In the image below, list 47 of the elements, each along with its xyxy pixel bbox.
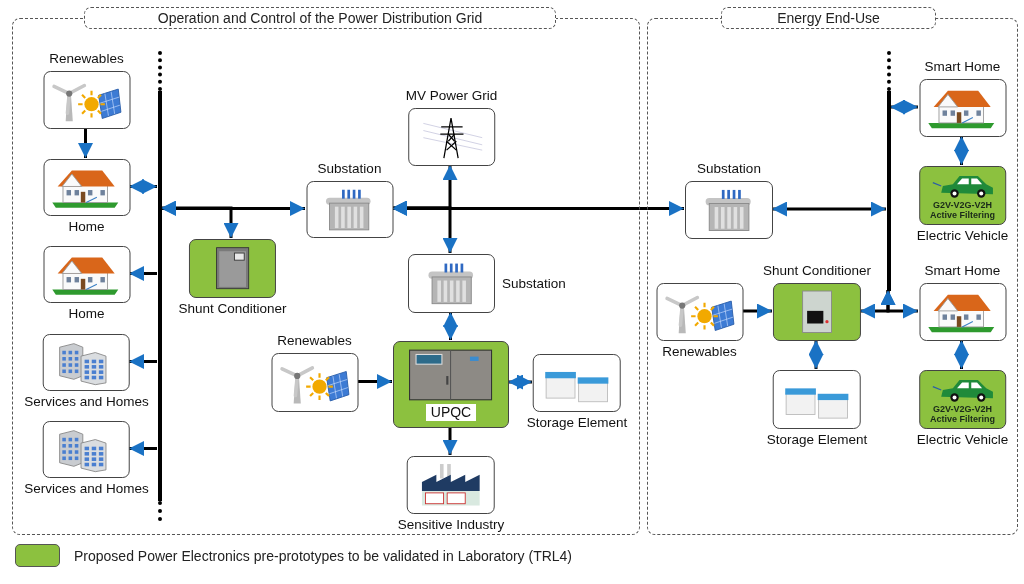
mode-text: G2V-V2G-V2H Active Filtering: [929, 403, 996, 424]
device-label: UPQC: [425, 404, 477, 422]
arrow: [78, 128, 93, 158]
node-label: Services and Homes: [24, 481, 149, 497]
panel-title: Operation and Control of the Power Distribution Grid: [84, 7, 556, 29]
arrow: [357, 374, 392, 389]
node-label: Shunt Conditioner: [178, 301, 287, 317]
double-arrow: [392, 200, 458, 253]
node-label: Substation: [317, 161, 382, 177]
node-label: Renewables: [49, 51, 124, 67]
double-arrow: [880, 290, 918, 319]
node-label: Shunt Conditioner: [762, 263, 872, 279]
node-label: Renewables: [277, 333, 352, 349]
node-label: Storage Element: [766, 432, 868, 448]
node-label: Substation: [697, 161, 761, 177]
node-label: Renewables: [662, 344, 737, 360]
node-label: Services and Homes: [24, 394, 149, 410]
arrow: [129, 354, 157, 369]
double-arrow: [508, 374, 532, 390]
arrow: [742, 303, 772, 319]
mode-text: G2V-V2G-V2H Active Filtering: [929, 199, 996, 220]
panel-title: Energy End-Use: [721, 7, 936, 29]
node-label: Home: [68, 219, 105, 235]
node-label: Substation: [502, 275, 566, 292]
node-label: Smart Home: [924, 263, 1001, 279]
arrow: [129, 441, 157, 456]
legend-text: Proposed Power Electronics pre-prototypes to be validated in Laboratory (TRL4): [74, 547, 573, 564]
bus-bar: [158, 51, 162, 521]
double-arrow: [890, 99, 918, 115]
double-arrow: [129, 179, 157, 194]
node-label: Storage Element: [526, 415, 628, 431]
node-label: Electric Vehicle: [916, 432, 1009, 448]
double-arrow: [954, 136, 969, 165]
double-arrow: [808, 340, 824, 369]
node-label: MV Power Grid: [405, 88, 498, 104]
double-arrow: [954, 340, 969, 369]
double-arrow: [392, 201, 684, 216]
node-label: Smart Home: [924, 59, 1001, 75]
arrow: [129, 266, 157, 281]
bus-bar: [887, 51, 891, 291]
arrow: [442, 427, 458, 455]
node-label: Sensitive Industry: [397, 517, 505, 533]
node-label: Home: [68, 306, 105, 322]
double-arrow: [772, 201, 886, 217]
double-arrow: [161, 200, 239, 238]
double-arrow: [443, 312, 458, 340]
node-label: Electric Vehicle: [916, 228, 1009, 244]
